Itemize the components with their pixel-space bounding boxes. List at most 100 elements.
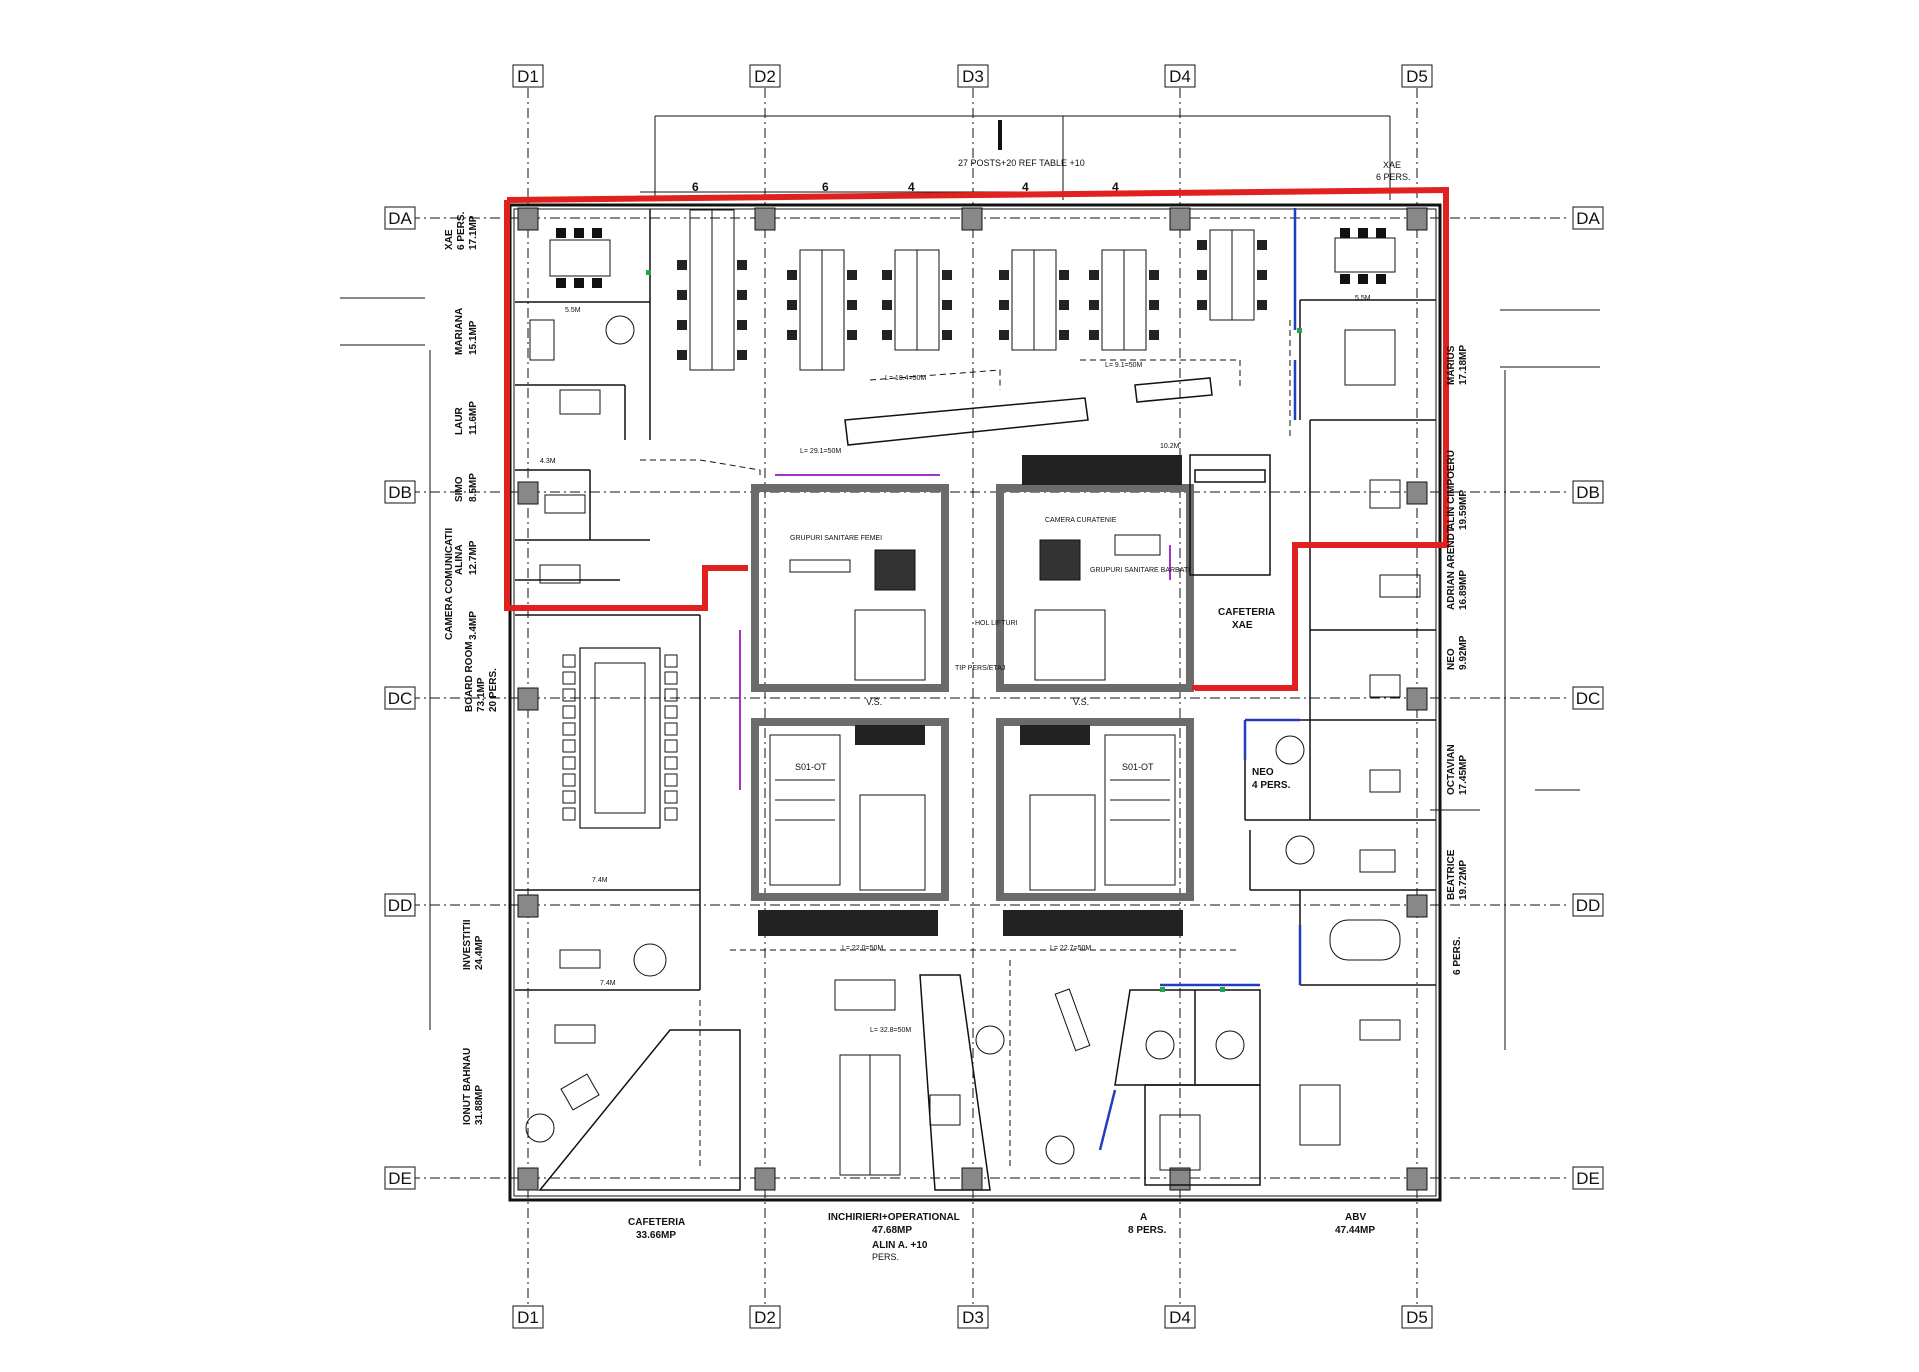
reception-desk xyxy=(844,377,1213,446)
xae-left-area: 17.1MP xyxy=(468,215,479,250)
svg-text:D4: D4 xyxy=(1169,67,1191,86)
camera-comunicatii-area: 3.4MP xyxy=(468,611,479,640)
svg-text:DD: DD xyxy=(388,896,413,915)
cafeteria-bottom-area: 33.66MP xyxy=(636,1230,676,1241)
grid-bubble-d4-top: D4 xyxy=(1164,64,1196,88)
xae-left-pers: 6 PERS. xyxy=(456,211,467,250)
lower-middle-rooms xyxy=(919,974,1261,1191)
dim-55-right: 5.5M xyxy=(1355,295,1371,302)
svg-text:DD: DD xyxy=(1576,896,1601,915)
grid-bubble-d3-top: D3 xyxy=(957,64,989,88)
svg-text:DA: DA xyxy=(1576,209,1600,228)
svg-text:D2: D2 xyxy=(754,67,776,86)
board-room-label: BOARD ROOM xyxy=(464,641,475,712)
grid-bubble-da-right: DA xyxy=(1572,206,1604,230)
svg-text:DC: DC xyxy=(1576,689,1601,708)
grid-bubble-d1-top: D1 xyxy=(512,64,544,88)
vs-right-label: V.S. xyxy=(1073,697,1089,707)
dim-l29: L= 29.1=50M xyxy=(800,448,841,455)
mariana-area: 15.1MP xyxy=(468,320,479,355)
board-room xyxy=(515,614,701,891)
lower-desks xyxy=(834,979,1091,1176)
dim-l220: L= 22.0=50M xyxy=(842,945,883,952)
grid-column-labels-top: D1 D2 D3 D4 D5 xyxy=(512,64,1433,88)
abv-label: ABV xyxy=(1345,1212,1366,1223)
count-5: 4 xyxy=(1112,180,1119,194)
svg-text:D5: D5 xyxy=(1406,1308,1428,1327)
marius-area: 17.18MP xyxy=(1458,345,1469,385)
count-3: 4 xyxy=(908,180,915,194)
open-office-desks xyxy=(689,209,1255,371)
alin-cimpoeru-label: ALIN CIMPOERU xyxy=(1446,450,1457,530)
grid-bubble-de-right: DE xyxy=(1572,1166,1604,1190)
inchirieri-area: 47.68MP xyxy=(872,1225,912,1236)
adrian-arendt-label: ADRIAN ARENDT xyxy=(1446,527,1457,610)
adrian-arendt-area: 16.89MP xyxy=(1458,570,1469,610)
grid-bubble-de-left: DE xyxy=(384,1166,416,1190)
grid-bubble-db-left: DB xyxy=(384,480,416,504)
svg-text:D4: D4 xyxy=(1169,1308,1191,1327)
dim-43: 4.3M xyxy=(540,458,556,465)
elevator-shafts xyxy=(758,455,1183,936)
highlight-outline-left xyxy=(504,200,748,611)
beatrice-label: BEATRICE xyxy=(1446,849,1457,900)
svg-text:DB: DB xyxy=(388,483,412,502)
investitii-label: INVESTITII xyxy=(462,919,473,970)
svg-text:DB: DB xyxy=(1576,483,1600,502)
circulation-dashes xyxy=(640,320,1291,1170)
xae-left-table xyxy=(549,228,611,288)
octavian-area: 17.45MP xyxy=(1458,755,1469,795)
left-room-labels: XAE 6 PERS. 17.1MP MARIANA 15.1MP LAUR 1… xyxy=(444,211,499,1125)
svg-text:DE: DE xyxy=(1576,1169,1600,1188)
scara-right-label: S01-OT xyxy=(1122,762,1154,772)
inchirieri-alin: ALIN A. +10 xyxy=(872,1240,928,1251)
grid-bubble-da-left: DA xyxy=(384,206,416,230)
side-reference-lines xyxy=(340,297,1600,1050)
green-accent-marks xyxy=(646,270,1302,992)
bottom-labels: CAFETERIA 33.66MP INCHIRIERI+OPERATIONAL… xyxy=(628,1212,1375,1262)
svg-text:D1: D1 xyxy=(517,1308,539,1327)
cafeteria-bottom-label: CAFETERIA xyxy=(628,1217,685,1228)
grupuri-femei-label: GRUPURI SANITARE FEMEI xyxy=(790,535,882,542)
right-room-labels: MARIUS 17.18MP ALIN CIMPOERU 19.59MP ADR… xyxy=(1446,345,1469,975)
laur-area: 11.6MP xyxy=(468,401,479,435)
tip-pers-label: TIP PERS/ETAJ xyxy=(955,665,1005,672)
grid-bubble-dc-left: DC xyxy=(384,686,416,710)
grid-bubble-d2-top: D2 xyxy=(749,64,781,88)
grid-bubble-dd-left: DD xyxy=(384,893,416,917)
core-details xyxy=(769,534,1176,891)
svg-text:D3: D3 xyxy=(962,1308,984,1327)
neo-right-label: NEO xyxy=(1446,648,1457,670)
camera-comunicatii-label: CAMERA COMUNICATII xyxy=(444,528,455,640)
grid-bubble-dd-right: DD xyxy=(1572,893,1604,917)
dim-l184: L= 18.4=50M xyxy=(885,375,926,382)
grid-column-labels-bottom: D1 D2 D3 D4 D5 xyxy=(512,1305,1433,1329)
ionut-area: 31.88MP xyxy=(474,1085,485,1125)
grid-bubble-d5-bottom: D5 xyxy=(1401,1305,1433,1329)
beatrice-area: 19.72MP xyxy=(1458,860,1469,900)
grid-bubble-d2-bottom: D2 xyxy=(749,1305,781,1329)
left-offices xyxy=(515,209,651,581)
posts-note: 27 POSTS+20 REF TABLE +10 xyxy=(958,158,1085,168)
ionut-label: IONUT BAHNAU xyxy=(462,1048,473,1125)
scara-left-label: S01-OT xyxy=(795,762,827,772)
grid-row-labels-left: DA DB DC DD DE xyxy=(384,206,416,1190)
dim-l227: L= 22.7=50M xyxy=(1050,945,1091,952)
board-room-pers: 20 PERS. xyxy=(488,668,499,712)
svg-text:DC: DC xyxy=(388,689,413,708)
inchirieri-pers: PERS. xyxy=(872,1252,899,1262)
board-room-area: 73.1MP xyxy=(476,677,487,712)
grid-bubble-db-right: DB xyxy=(1572,480,1604,504)
simo-label: SIMO xyxy=(454,476,465,502)
vs-left-label: V.S. xyxy=(866,697,882,707)
camera-curatenie-label: CAMERA CURATENIE xyxy=(1045,517,1117,524)
cafeteria-xae-label: CAFETERIA xyxy=(1218,607,1275,618)
meeting-6pers-label: 6 PERS. xyxy=(1452,936,1463,975)
open-office-chairs xyxy=(677,240,1267,360)
alina-label: ALINA xyxy=(454,544,465,575)
dim-55-left: 5.5M xyxy=(565,307,581,314)
dim-74-top: 7.4M xyxy=(592,877,608,884)
lower-left-offices xyxy=(515,890,741,1191)
grid-bubble-d5-top: D5 xyxy=(1401,64,1433,88)
